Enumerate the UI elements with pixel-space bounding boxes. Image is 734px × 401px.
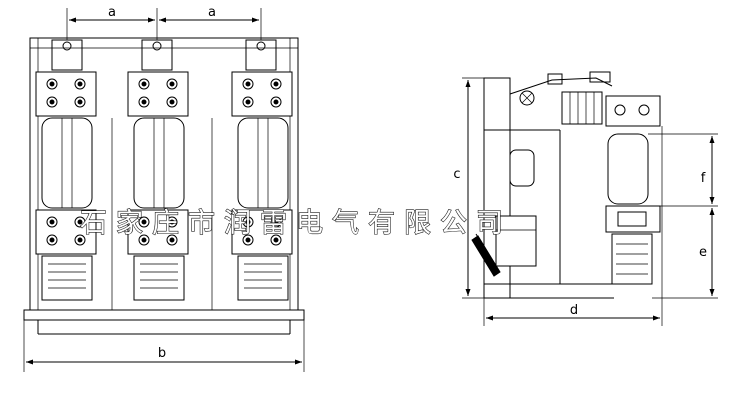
front-view: a a b [23,5,305,372]
dim-label-a-right: a [208,5,216,20]
dim-f: f [648,133,718,207]
pole-middle [127,39,189,301]
pole-right [231,39,293,301]
dim-label-a-left: a [108,5,116,20]
dim-label-c: c [453,167,460,182]
dim-label-f: f [701,171,706,186]
side-view: c d f e [453,71,718,326]
dim-label-d: d [570,303,578,318]
pole-left [35,39,97,301]
dim-b: b [23,320,305,372]
dim-label-e: e [699,245,707,260]
dim-a-left: a [66,5,158,40]
dim-a-right: a [159,5,262,40]
company-watermark: 石家庄市润雷电气有限公司 [80,208,512,239]
dim-e: e [652,208,718,299]
dim-c: c [453,77,484,299]
dim-d: d [483,126,663,326]
dim-label-b: b [158,346,166,361]
